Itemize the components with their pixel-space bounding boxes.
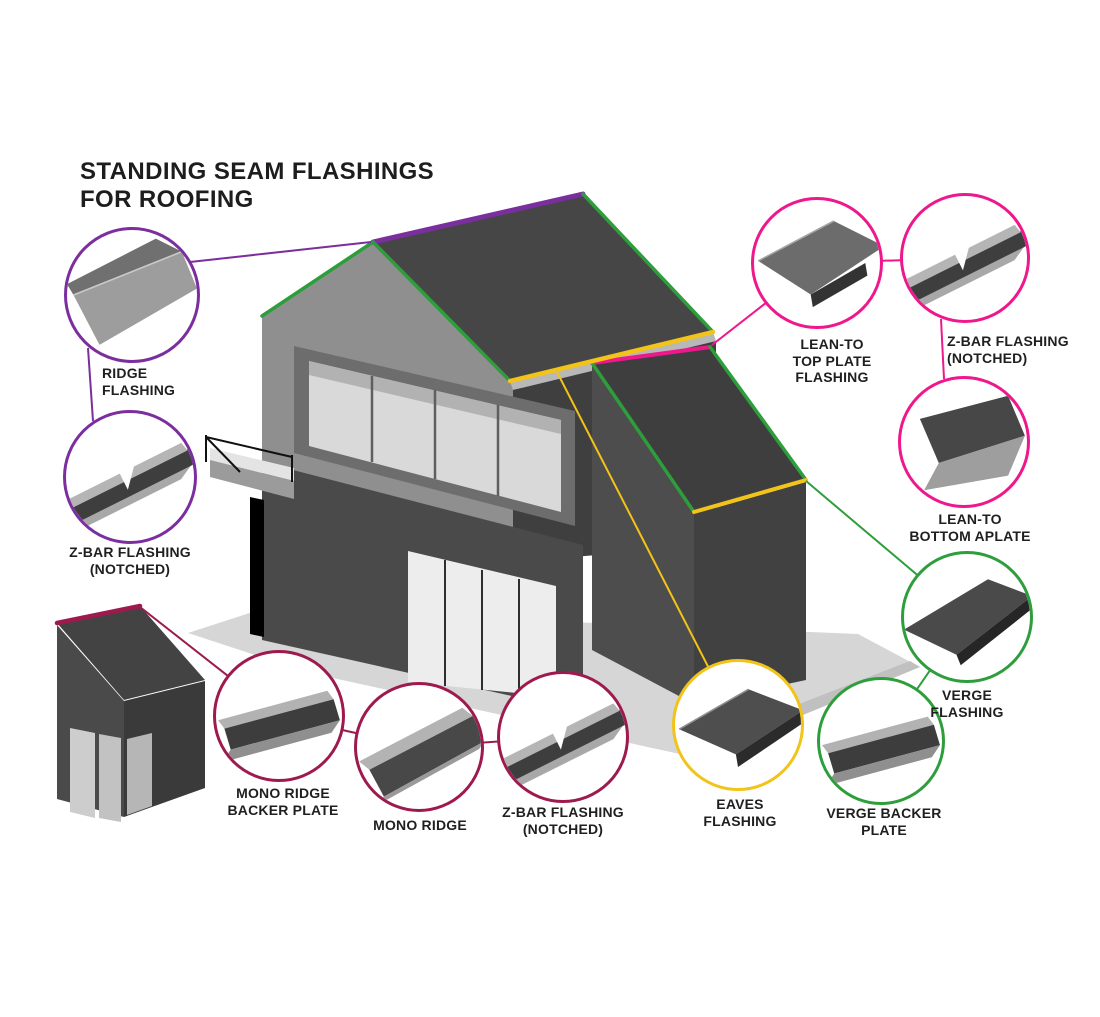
lean-to-roof [592, 347, 806, 512]
lean-to-verge-edge-highlight [708, 345, 808, 482]
support-post [250, 497, 264, 637]
verge-flashing-profile-icon [904, 554, 1030, 680]
callout-label-lean-to-top-plate-flashing: LEAN-TO TOP PLATE FLASHING [792, 336, 872, 385]
leader-connector [87, 347, 94, 422]
small-house [54, 603, 205, 822]
main-house [205, 191, 808, 712]
small-house-door-panel [70, 728, 95, 818]
lean-to-left-wall [592, 365, 694, 704]
callout-label-zbar-flashing-top-right: Z-BAR FLASHING (NOTCHED) [947, 333, 1069, 366]
ridge-flashing-profile-icon [67, 230, 197, 360]
eaves-edge-highlight [507, 329, 716, 384]
callout-label-lean-to-bottom-aplate: LEAN-TO BOTTOM APLATE [909, 511, 1031, 544]
leader-ridge [189, 241, 372, 263]
callout-circle-lean-to-bottom-aplate [898, 376, 1030, 508]
callout-circle-zbar-flashing-left [63, 410, 197, 544]
callout-circle-verge-backer-plate [817, 677, 945, 805]
main-roof [373, 194, 713, 381]
lean-to-verge-edge-highlight [590, 361, 696, 514]
balcony-slab-top [210, 448, 294, 481]
callout-label-zbar-flashing-bottom: Z-BAR FLASHING (NOTCHED) [502, 804, 624, 837]
callout-circle-ridge-flashing [64, 227, 200, 363]
zbar-flashing-profile-icon [500, 674, 626, 800]
callout-circle-zbar-flashing-top-right [900, 193, 1030, 323]
verge-edge-highlight [371, 240, 512, 383]
eaves-flashing-profile-icon [675, 662, 801, 788]
mono-ridge-edge-highlight [54, 603, 143, 626]
callout-label-zbar-flashing-left: Z-BAR FLASHING (NOTCHED) [69, 544, 191, 577]
lean-to-top-plate-profile-icon [754, 200, 880, 326]
callout-label-mono-ridge: MONO RIDGE [373, 817, 467, 833]
leader-connector [940, 318, 945, 380]
backer-plate-profile-icon [216, 653, 342, 779]
verge-edge-highlight [260, 240, 375, 318]
callout-circle-verge-flashing [901, 551, 1033, 683]
callout-label-verge-backer-plate: VERGE BACKER PLATE [826, 805, 942, 838]
callout-circle-mono-ridge-backer-plate [213, 650, 345, 782]
balcony-railing [205, 435, 293, 482]
lean-to-bottom-edge-highlight [692, 478, 808, 514]
callout-circle-eaves-flashing [672, 659, 804, 791]
small-house-door-panel [127, 733, 152, 815]
balcony-slab-front [210, 460, 294, 499]
mono-ridge-profile-icon [357, 685, 481, 809]
callout-circle-lean-to-top-plate-flashing [751, 197, 883, 329]
callout-circle-mono-ridge [354, 682, 484, 812]
zbar-flashing-profile-icon [66, 413, 194, 541]
verge-edge-highlight [581, 192, 715, 334]
zbar-flashing-profile-icon [903, 196, 1027, 320]
lean-to-bottom-plate-profile-icon [901, 379, 1027, 505]
lean-to-right-wall [694, 482, 806, 704]
callout-label-eaves-flashing: EAVES FLASHING [703, 796, 777, 829]
page-title: STANDING SEAM FLASHINGS FOR ROOFING [80, 158, 435, 213]
small-house-roof [57, 606, 205, 700]
small-house-door-panel [99, 734, 121, 822]
callout-label-verge-flashing: VERGE FLASHING [930, 687, 1004, 720]
callout-circle-zbar-flashing-bottom [497, 671, 629, 803]
ridge-edge-highlight [370, 191, 586, 245]
callout-label-mono-ridge-backer-plate: MONO RIDGE BACKER PLATE [227, 785, 339, 818]
callout-label-ridge-flashing: RIDGE FLASHING [102, 365, 176, 398]
lean-to-top-plate-edge-highlight [590, 345, 712, 365]
